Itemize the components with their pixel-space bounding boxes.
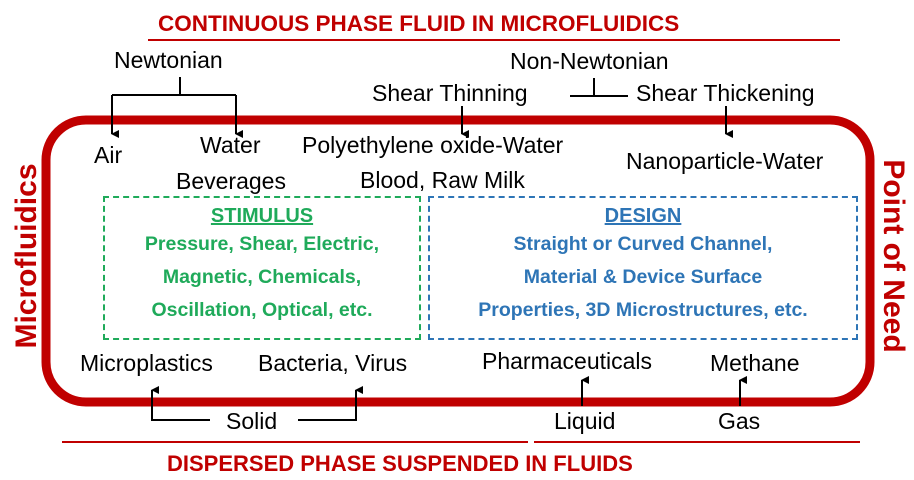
microfluidics-frame [41,115,875,407]
side-label-microfluidics: Microfluidics [10,163,43,349]
design-line: Material & Device Surface [523,266,763,288]
label-shear-thickening: Shear Thickening [636,80,815,106]
solid-bracket-right [298,386,363,421]
stimulus-line: Oscillation, Optical, etc. [151,299,373,321]
design-title: DESIGN [604,205,682,227]
newtonian-bracket [112,77,236,96]
stimulus-line: Magnetic, Chemicals, [162,266,362,288]
label-pharmaceuticals: Pharmaceuticals [482,348,653,374]
design-line: Straight or Curved Channel, [513,233,773,255]
stimulus-line: Pressure, Shear, Electric, [144,233,380,255]
bottom-title: DISPERSED PHASE SUSPENDED IN FLUIDS [167,451,633,476]
non-newtonian-bracket [570,78,628,97]
label-blood-raw-milk: Blood, Raw Milk [360,167,525,193]
side-label-point-of-need: Point of Need [877,159,910,353]
stimulus-box: STIMULUS Pressure, Shear, Electric, Magn… [103,196,421,340]
label-air: Air [94,142,123,168]
label-bacteria-virus: Bacteria, Virus [258,350,408,376]
label-solid: Solid [226,408,278,434]
label-gas: Gas [718,408,761,434]
stimulus-title: STIMULUS [210,205,314,227]
design-box: DESIGN Straight or Curved Channel, Mater… [428,196,858,340]
label-microplastics: Microplastics [80,350,213,376]
label-nanoparticle-water: Nanoparticle-Water [626,148,824,174]
label-non-newtonian: Non-Newtonian [510,48,669,74]
label-peo-water: Polyethylene oxide-Water [302,132,564,158]
label-beverages: Beverages [176,168,286,194]
label-shear-thinning: Shear Thinning [372,80,528,106]
label-methane: Methane [710,350,800,376]
top-title: CONTINUOUS PHASE FLUID IN MICROFLUIDICS [158,11,680,36]
design-line: Properties, 3D Microstructures, etc. [478,299,808,321]
label-water: Water [200,132,261,158]
label-newtonian: Newtonian [114,47,223,73]
solid-bracket-left [151,386,210,421]
label-liquid: Liquid [554,408,616,434]
